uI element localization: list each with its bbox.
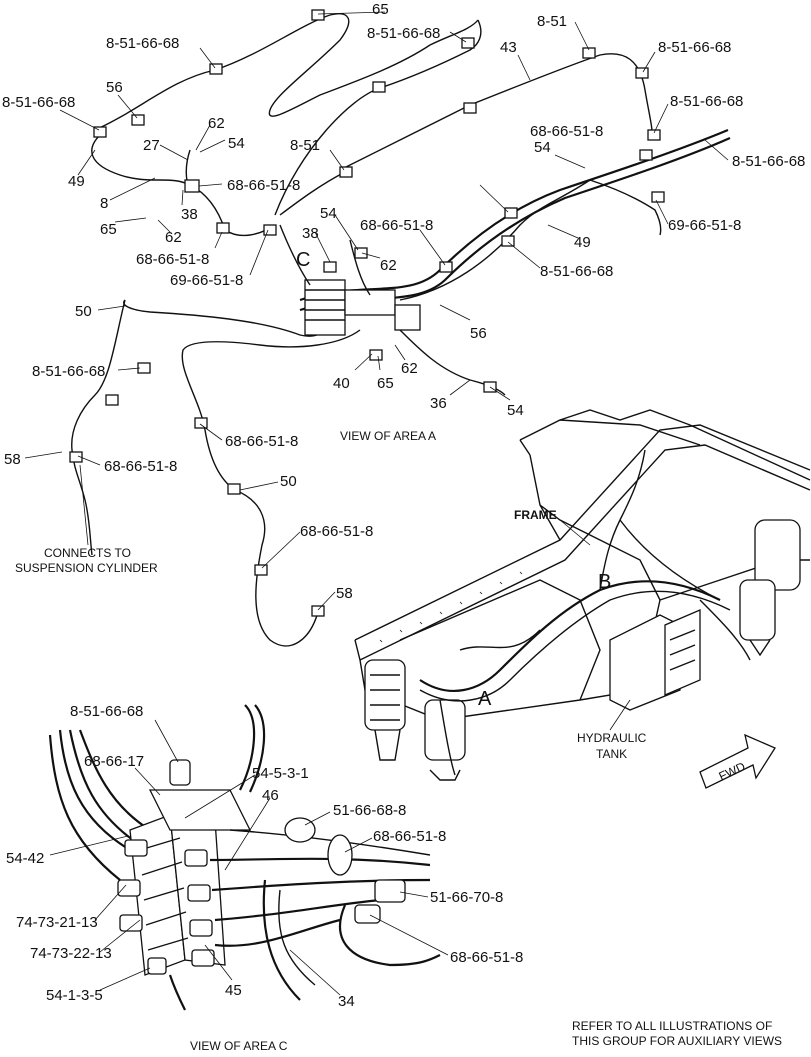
callout-54-c: 54 bbox=[320, 205, 337, 222]
clamps-view-a bbox=[69, 9, 665, 617]
callout-58-b: 58 bbox=[336, 585, 353, 602]
refer-note-line1: REFER TO ALL ILLUSTRATIONS OF bbox=[572, 1019, 772, 1033]
callout-68-66-51-8-d: 68-66-51-8 bbox=[360, 217, 433, 234]
area-a-marker: A bbox=[478, 688, 492, 710]
callout-c-68-66-51-8-a: 68-66-51-8 bbox=[373, 828, 446, 845]
machine-frame-illustration: A B FWD bbox=[354, 409, 811, 789]
callout-68-66-51-8-g: 68-66-51-8 bbox=[300, 523, 373, 540]
callout-c-51-66-70-8: 51-66-70-8 bbox=[430, 889, 503, 906]
callout-65-b: 65 bbox=[377, 375, 394, 392]
callout-c-54-5-3-1: 54-5-3-1 bbox=[252, 765, 309, 782]
callout-8-51-mid: 8-51 bbox=[290, 137, 320, 154]
callout-68-66-51-8-c: 68-66-51-8 bbox=[136, 251, 209, 268]
fwd-arrow-icon bbox=[699, 733, 776, 789]
callout-c-74-73-21-13: 74-73-21-13 bbox=[16, 914, 98, 931]
callout-c-8-51-66-68: 8-51-66-68 bbox=[70, 703, 143, 720]
refer-note-line2: THIS GROUP FOR AUXILIARY VIEWS bbox=[572, 1034, 782, 1048]
callout-8-51-66-68-g: 8-51-66-68 bbox=[540, 263, 613, 280]
callout-62-c: 62 bbox=[380, 257, 397, 274]
callouts-view-a: 65 8-51-66-68 8-51 43 8-51-66-68 8-51-66… bbox=[2, 1, 805, 602]
hydraulic-tank-line1: HYDRAULIC bbox=[577, 731, 647, 745]
callout-38-b: 38 bbox=[302, 225, 319, 242]
callout-8-51-66-68-h: 8-51-66-68 bbox=[32, 363, 105, 380]
callout-49-right: 49 bbox=[574, 234, 591, 251]
callout-56-mid: 56 bbox=[470, 325, 487, 342]
callout-65-a: 65 bbox=[100, 221, 117, 238]
callout-68-66-51-8-b: 68-66-51-8 bbox=[530, 123, 603, 140]
view-c-caption: VIEW OF AREA C bbox=[190, 1039, 288, 1053]
callout-43: 43 bbox=[500, 39, 517, 56]
callout-68-66-51-8-f: 68-66-51-8 bbox=[104, 458, 177, 475]
callouts-view-c: 8-51-66-68 68-66-17 54-5-3-1 46 51-66-68… bbox=[6, 703, 523, 1010]
callout-69-66-51-8-a: 69-66-51-8 bbox=[170, 272, 243, 289]
callout-49-left: 49 bbox=[68, 173, 85, 190]
hydraulic-tank-line2: TANK bbox=[596, 747, 627, 761]
callout-c-46: 46 bbox=[262, 787, 279, 804]
leaders-view-c bbox=[49, 719, 449, 996]
callout-c-68-66-17: 68-66-17 bbox=[84, 753, 144, 770]
callout-8-51-66-68-c: 8-51-66-68 bbox=[106, 35, 179, 52]
callout-8-51-top-right: 8-51 bbox=[537, 13, 567, 30]
callout-c-34: 34 bbox=[338, 993, 355, 1010]
callout-50-a: 50 bbox=[75, 303, 92, 320]
callout-c-74-73-22-13: 74-73-22-13 bbox=[30, 945, 112, 962]
leaders-view-a bbox=[24, 11, 729, 611]
callout-68-66-51-8-e: 68-66-51-8 bbox=[225, 433, 298, 450]
callout-c-54-42: 54-42 bbox=[6, 850, 44, 867]
callout-8: 8 bbox=[100, 195, 108, 212]
view-a-hoses bbox=[71, 13, 731, 647]
callout-58-a: 58 bbox=[4, 451, 21, 468]
area-c-marker: C bbox=[296, 249, 310, 271]
callout-8-51-66-68-e: 8-51-66-68 bbox=[670, 93, 743, 110]
connects-to-line1: CONNECTS TO bbox=[44, 546, 131, 560]
callout-50-b: 50 bbox=[280, 473, 297, 490]
callout-c-54-1-3-5: 54-1-3-5 bbox=[46, 987, 103, 1004]
callout-62-d: 62 bbox=[401, 360, 418, 377]
callout-56-top: 56 bbox=[106, 79, 123, 96]
callout-69-66-51-8-b: 69-66-51-8 bbox=[668, 217, 741, 234]
callout-27: 27 bbox=[143, 137, 160, 154]
callout-40: 40 bbox=[333, 375, 350, 392]
callout-54-d: 54 bbox=[507, 402, 524, 419]
callout-c-68-66-51-8-b: 68-66-51-8 bbox=[450, 949, 523, 966]
callout-36: 36 bbox=[430, 395, 447, 412]
callout-38-a: 38 bbox=[181, 206, 198, 223]
callout-68-66-51-8-a: 68-66-51-8 bbox=[227, 177, 300, 194]
callout-62-a: 62 bbox=[208, 115, 225, 132]
callout-62-b: 62 bbox=[165, 229, 182, 246]
callout-c-51-66-68-8: 51-66-68-8 bbox=[333, 802, 406, 819]
callout-c-45: 45 bbox=[225, 982, 242, 999]
frame-label: FRAME bbox=[514, 508, 557, 522]
callout-8-51-66-68-d: 8-51-66-68 bbox=[2, 94, 75, 111]
callout-65-top: 65 bbox=[372, 1, 389, 18]
callout-54-b: 54 bbox=[534, 139, 551, 156]
callout-8-51-66-68-a: 8-51-66-68 bbox=[367, 25, 440, 42]
callout-8-51-66-68-f: 8-51-66-68 bbox=[732, 153, 805, 170]
area-b-marker: B bbox=[598, 571, 611, 593]
view-c-assembly bbox=[48, 704, 441, 1011]
callout-8-51-66-68-b: 8-51-66-68 bbox=[658, 39, 731, 56]
callout-54-a: 54 bbox=[228, 135, 245, 152]
connects-to-line2: SUSPENSION CYLINDER bbox=[15, 561, 158, 575]
view-a-caption: VIEW OF AREA A bbox=[340, 429, 436, 443]
